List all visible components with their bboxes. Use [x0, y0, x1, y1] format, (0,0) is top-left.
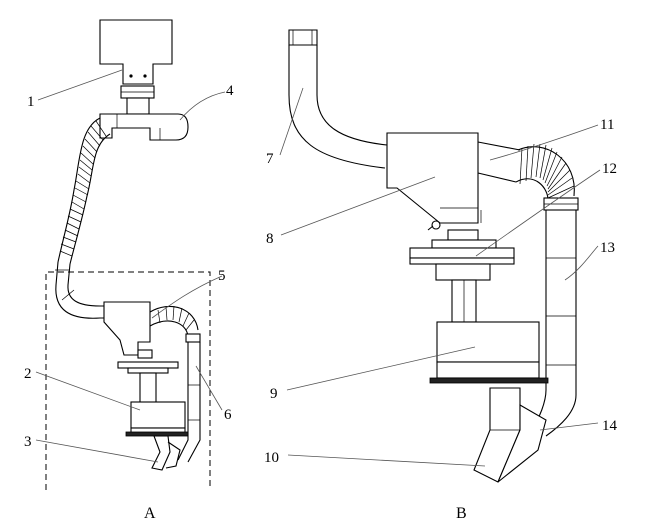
separator-a [103, 301, 151, 356]
merge-chute [497, 404, 547, 483]
label-12: 12 [602, 161, 617, 177]
label-5: 5 [218, 268, 226, 284]
hopper [99, 19, 173, 85]
label-13: 13 [600, 240, 615, 256]
down-pipe [529, 210, 547, 431]
panel-label-a: A [144, 505, 156, 522]
leader-lines [35, 69, 601, 467]
t-pipe [99, 113, 189, 141]
outlet-a [151, 435, 171, 471]
panel-label-b: B [456, 505, 467, 522]
label-4: 4 [226, 83, 234, 99]
inlet-pipe [288, 45, 386, 169]
elbow-corrugations [519, 143, 575, 199]
label-14: 14 [602, 418, 618, 434]
panel-b-drawing [288, 29, 579, 483]
corrugated-hose [57, 117, 101, 263]
label-7: 7 [266, 151, 274, 167]
label-8: 8 [266, 231, 274, 247]
label-9: 9 [270, 386, 278, 402]
label-3: 3 [24, 434, 32, 450]
label-10: 10 [264, 450, 279, 466]
label-2: 2 [24, 366, 32, 382]
dashed-enclosure [45, 271, 211, 490]
corrugated-elbow [517, 146, 575, 197]
distributor-disc [409, 247, 515, 259]
label-11: 11 [600, 117, 614, 133]
motor-a [130, 401, 186, 429]
motor [436, 321, 540, 363]
panel-a-drawing [45, 19, 211, 490]
hose-corrugations [59, 120, 107, 257]
label-1: 1 [27, 94, 35, 110]
distributor-disc-a [117, 361, 179, 369]
label-6: 6 [224, 407, 232, 423]
